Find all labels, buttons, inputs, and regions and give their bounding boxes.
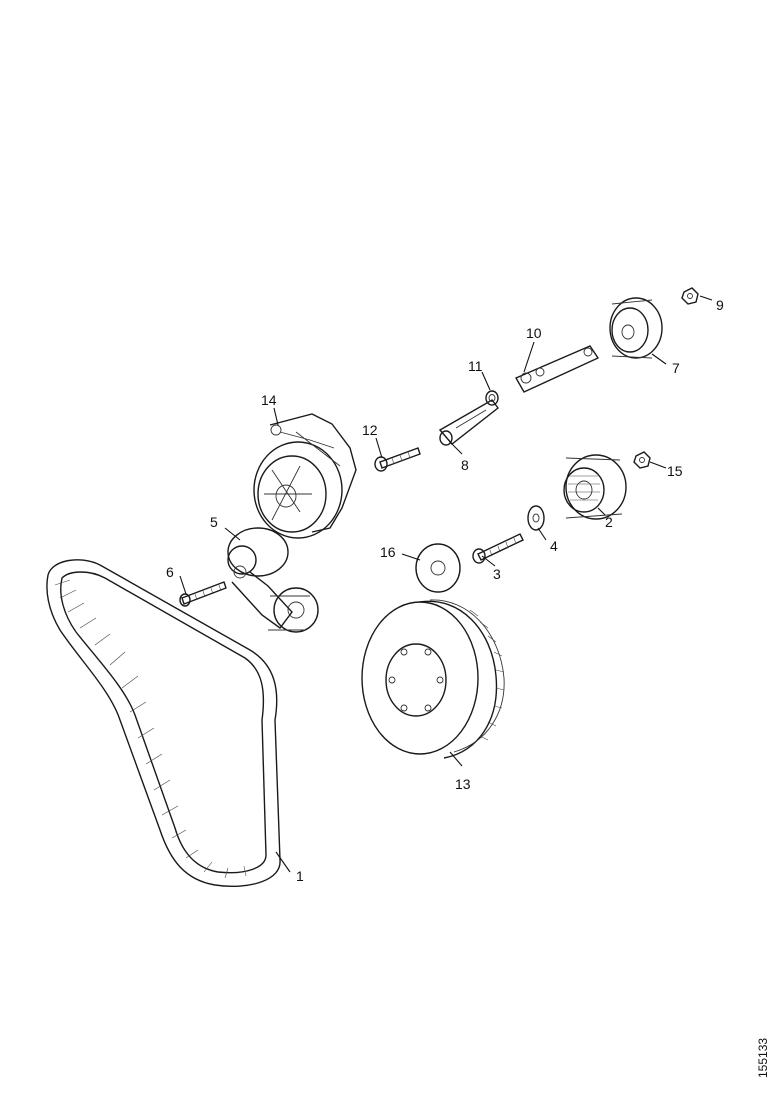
washer-4 [527,505,545,531]
nut-15 [633,451,651,469]
callout-4: 4 [550,538,558,554]
reference-code: 155133 [756,1038,770,1078]
callout-1: 1 [296,868,304,884]
drive-belt [46,559,281,887]
callout-6: 6 [166,564,174,580]
idler-pulley-2 [563,454,627,520]
callout-8: 8 [461,457,469,473]
callout-15: 15 [667,463,683,479]
callout-11: 11 [468,358,483,374]
nut-9 [681,287,699,305]
callout-labels: 1 2 3 4 5 6 7 8 9 10 11 12 13 14 15 16 [166,297,724,884]
callout-13: 13 [455,776,471,792]
callout-3: 3 [493,566,501,582]
crankshaft-pulley [361,599,505,759]
callout-9: 9 [716,297,724,313]
callout-12: 12 [362,422,378,438]
callout-10: 10 [526,325,542,341]
bolt-12 [374,447,421,472]
bracket-8 [438,399,499,446]
bolt-3 [472,533,524,564]
water-pump-pulley [253,413,357,539]
leader-lines [179,295,713,873]
callout-2: 2 [605,514,613,530]
callout-7: 7 [672,360,680,376]
callout-5: 5 [210,514,218,530]
bracket-10 [515,345,600,393]
cover-plate-16 [415,543,461,593]
callout-16: 16 [380,544,396,560]
callout-14: 14 [261,392,277,408]
bolt-6 [179,581,227,607]
idler-pulley-7 [609,297,663,359]
belt-tensioner [227,527,319,633]
bushing-11 [485,390,499,406]
